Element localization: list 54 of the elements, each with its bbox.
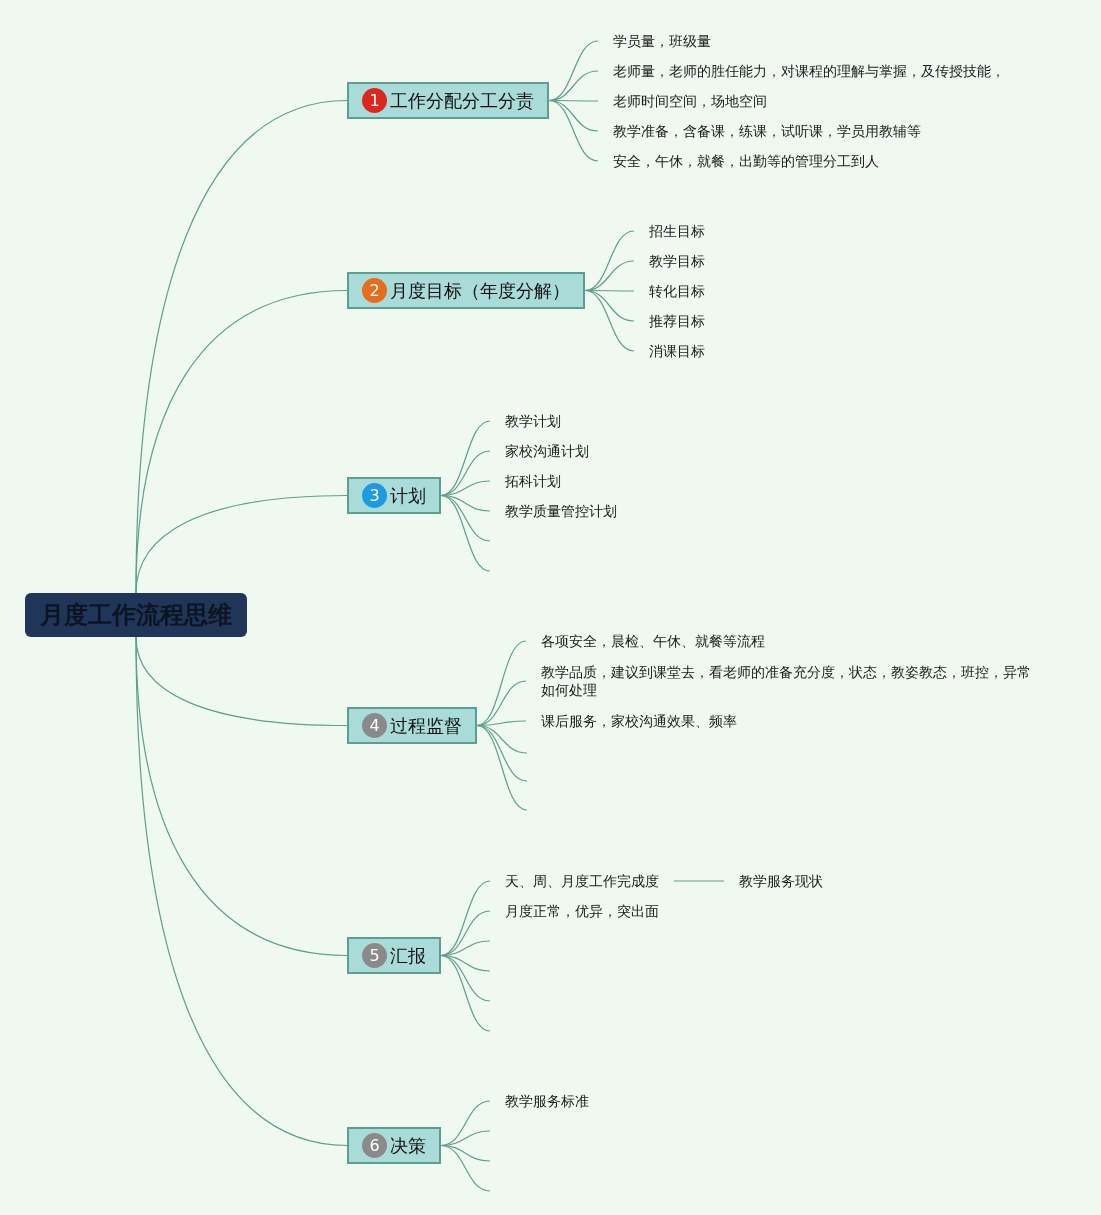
topic-text: 汇报 (390, 943, 426, 968)
connector-line (440, 1144, 491, 1192)
topic-box (347, 272, 585, 309)
number-badge: 4 (362, 713, 387, 738)
subtopic-text: 老师时间空间，场地空间 (613, 92, 767, 110)
topic-box (347, 1127, 441, 1164)
subtopic-text: 老师量，老师的胜任能力，对课程的理解与掌握，及传授技能， (613, 62, 1005, 80)
subtopic-text: 招生目标 (649, 222, 705, 240)
subtopic-text: 安全，午休，就餐，出勤等的管理分工到人 (613, 152, 879, 170)
topic-box (347, 937, 441, 974)
connector-line (135, 494, 348, 594)
subtopic-text: 月度正常，优异，突出面 (505, 902, 659, 920)
subtopic-text: 各项安全，晨检、午休、就餐等流程 (541, 632, 765, 650)
subtopic-text: 推荐目标 (649, 312, 705, 330)
connector-line (440, 880, 491, 957)
connector-line (548, 40, 599, 102)
subtopic-text: 天、周、月度工作完成度 (505, 872, 659, 890)
subtopic-text: 教学服务标准 (505, 1092, 589, 1110)
topic-box (347, 707, 477, 744)
topic-text: 过程监督 (390, 713, 462, 738)
subtopic-text: 教学计划 (505, 412, 561, 430)
subtopic-text: 转化目标 (649, 282, 705, 300)
subtopic-text: 教学准备，含备课，练课，试听课，学员用教辅等 (613, 122, 921, 140)
subtopic-text: 消课目标 (649, 342, 705, 360)
subtopic-text: 教学服务现状 (739, 872, 823, 890)
number-badge: 6 (362, 1133, 387, 1158)
subtopic-text: 教学品质，建议到课堂去，看老师的准备充分度，状态，教姿教态，班控，异常如何处理 (541, 663, 1032, 699)
topic-box (347, 82, 549, 119)
connector-line (584, 289, 635, 352)
topic-box (347, 477, 441, 514)
connector-line (476, 640, 527, 727)
connector-line (135, 289, 348, 594)
connector-line (440, 420, 491, 497)
connector-line (584, 230, 635, 292)
topic-text: 决策 (390, 1133, 426, 1158)
subtopic-text: 家校沟通计划 (505, 442, 589, 460)
connector-line (476, 724, 528, 811)
subtopic-text: 拓科计划 (505, 472, 561, 490)
topic-text: 计划 (390, 483, 426, 508)
connector-line (135, 636, 348, 1147)
subtopic-text: 教学目标 (649, 252, 705, 270)
number-badge: 2 (362, 278, 387, 303)
topic-text: 月度目标（年度分解） (390, 278, 570, 303)
subtopic-text: 课后服务，家校沟通效果、频率 (541, 712, 737, 730)
connector-line (440, 494, 491, 572)
number-badge: 3 (362, 483, 387, 508)
connector-line (548, 99, 599, 162)
subtopic-text: 学员量，班级量 (613, 32, 711, 50)
number-badge: 1 (362, 88, 387, 113)
subtopic-text: 教学质量管控计划 (505, 502, 617, 520)
number-badge: 5 (362, 943, 387, 968)
connector-line (673, 880, 725, 882)
connector-line (440, 954, 491, 1032)
topic-text: 工作分配分工分责 (390, 88, 534, 113)
